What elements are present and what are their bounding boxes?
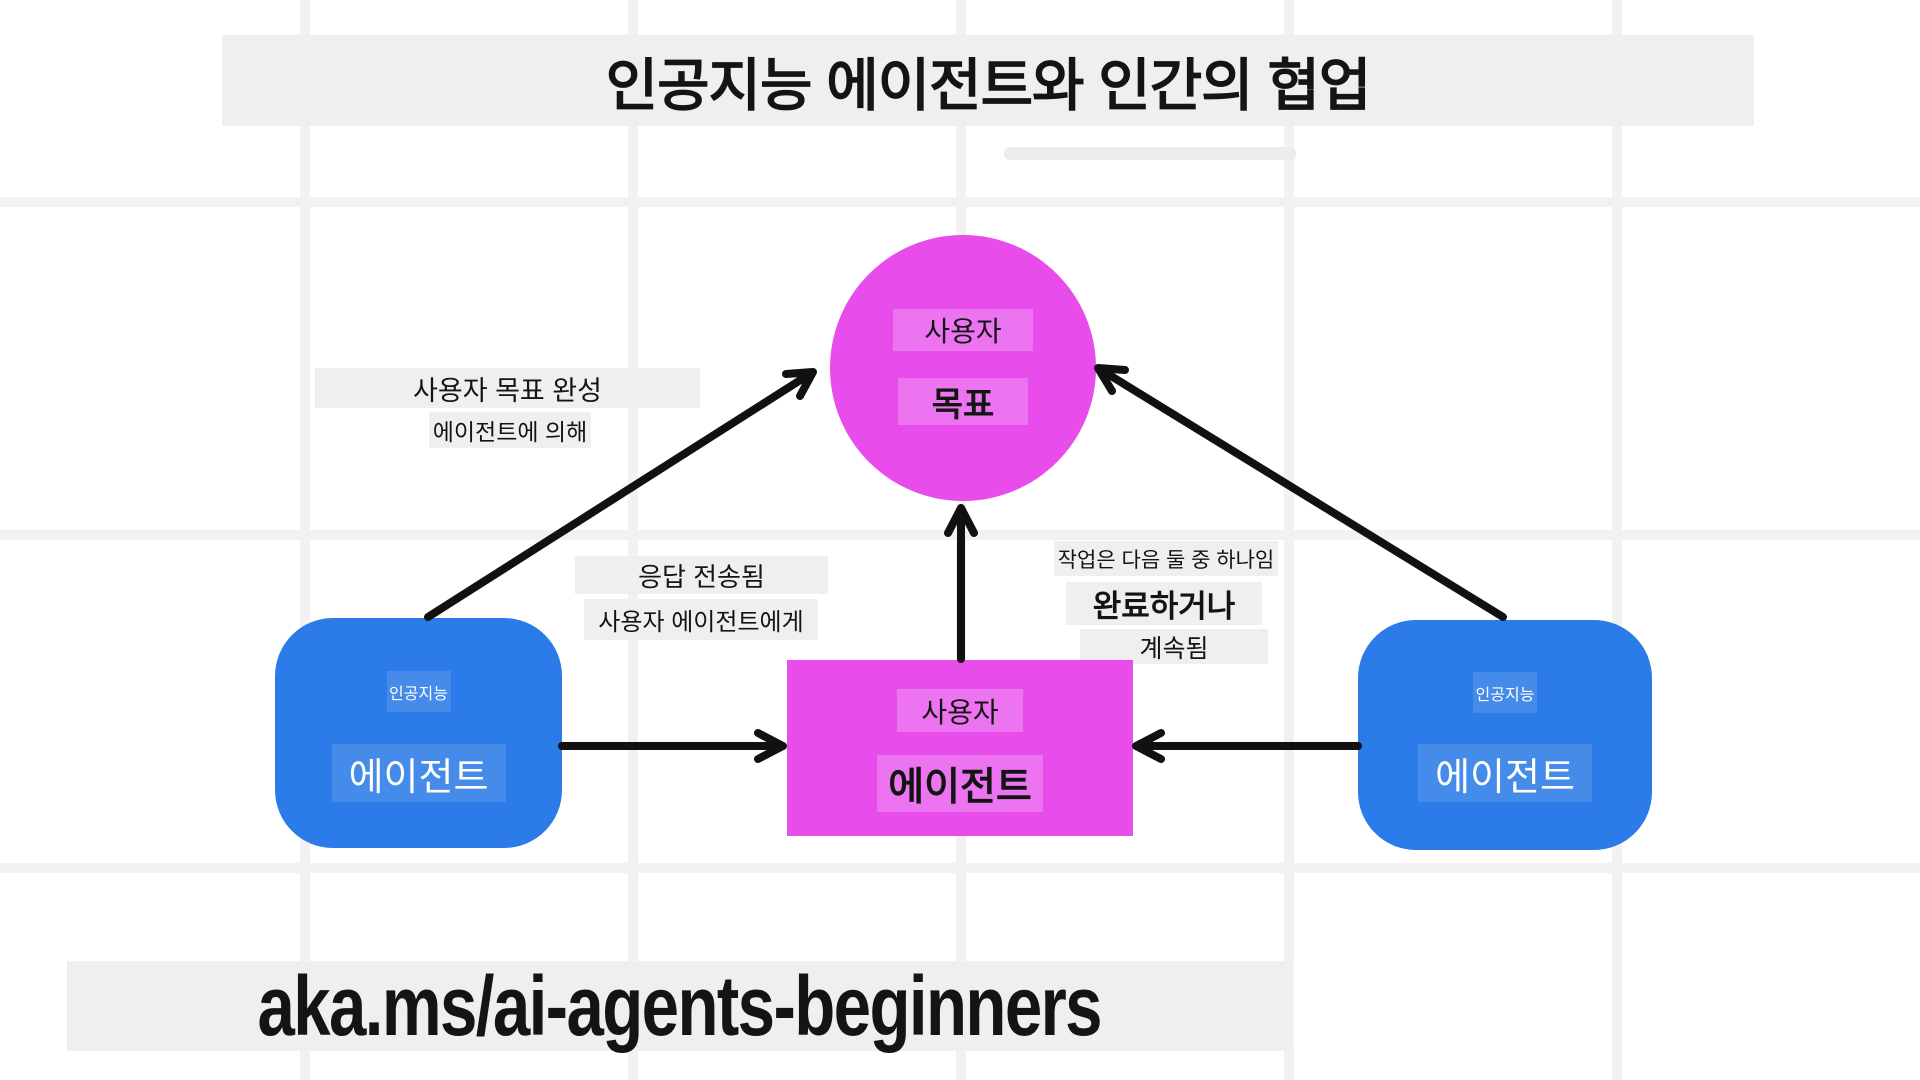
edge-label-task-outcome-line2: 완료하거나 [1066, 582, 1262, 625]
node-user-agent-line1: 사용자 [897, 689, 1023, 732]
node-user-agent: 사용자 에이전트 [787, 660, 1133, 836]
title-underline-artifact [1004, 147, 1296, 160]
node-user-agent-line2: 에이전트 [877, 755, 1043, 812]
arrow-left-agent-to-user-agent [558, 729, 787, 763]
edge-label-response-sent-line1: 응답 전송됨 [575, 556, 828, 594]
edge-label-task-outcome-line3: 계속됨 [1080, 629, 1268, 664]
node-ai-agent-left-badge: 인공지능 [386, 671, 451, 712]
node-ai-agent-left: 인공지능 에이전트 [275, 618, 562, 848]
node-user-goal-line1: 사용자 [893, 309, 1033, 351]
arrow-right-agent-to-user-agent [1132, 729, 1362, 763]
edge-label-task-outcome-line1: 작업은 다음 둘 중 하나임 [1054, 541, 1278, 576]
arrow-right-agent-to-goal [1094, 364, 1507, 621]
footer-link: aka.ms/ai-agents-beginners [257, 958, 1103, 1053]
edge-label-goal-completed-line1: 사용자 목표 완성 [315, 368, 700, 408]
node-ai-agent-left-label: 에이전트 [331, 744, 506, 802]
edge-label-response-sent-line2: 사용자 에이전트에게 [584, 599, 818, 640]
node-ai-agent-right-badge: 인공지능 [1473, 672, 1537, 713]
node-user-goal: 사용자 목표 [830, 235, 1096, 501]
page-title: 인공지능 에이전트와 인간의 협업 [605, 53, 1372, 118]
node-user-goal-line2: 목표 [898, 378, 1028, 425]
title-band: 인공지능 에이전트와 인간의 협업 [222, 35, 1754, 126]
footer-band: aka.ms/ai-agents-beginners [67, 959, 1292, 1053]
node-ai-agent-right-label: 에이전트 [1418, 744, 1592, 802]
node-ai-agent-right: 인공지능 에이전트 [1358, 620, 1652, 850]
arrow-user-agent-to-goal [944, 504, 978, 663]
edge-label-goal-completed-line2: 에이전트에 의해 [429, 412, 591, 448]
